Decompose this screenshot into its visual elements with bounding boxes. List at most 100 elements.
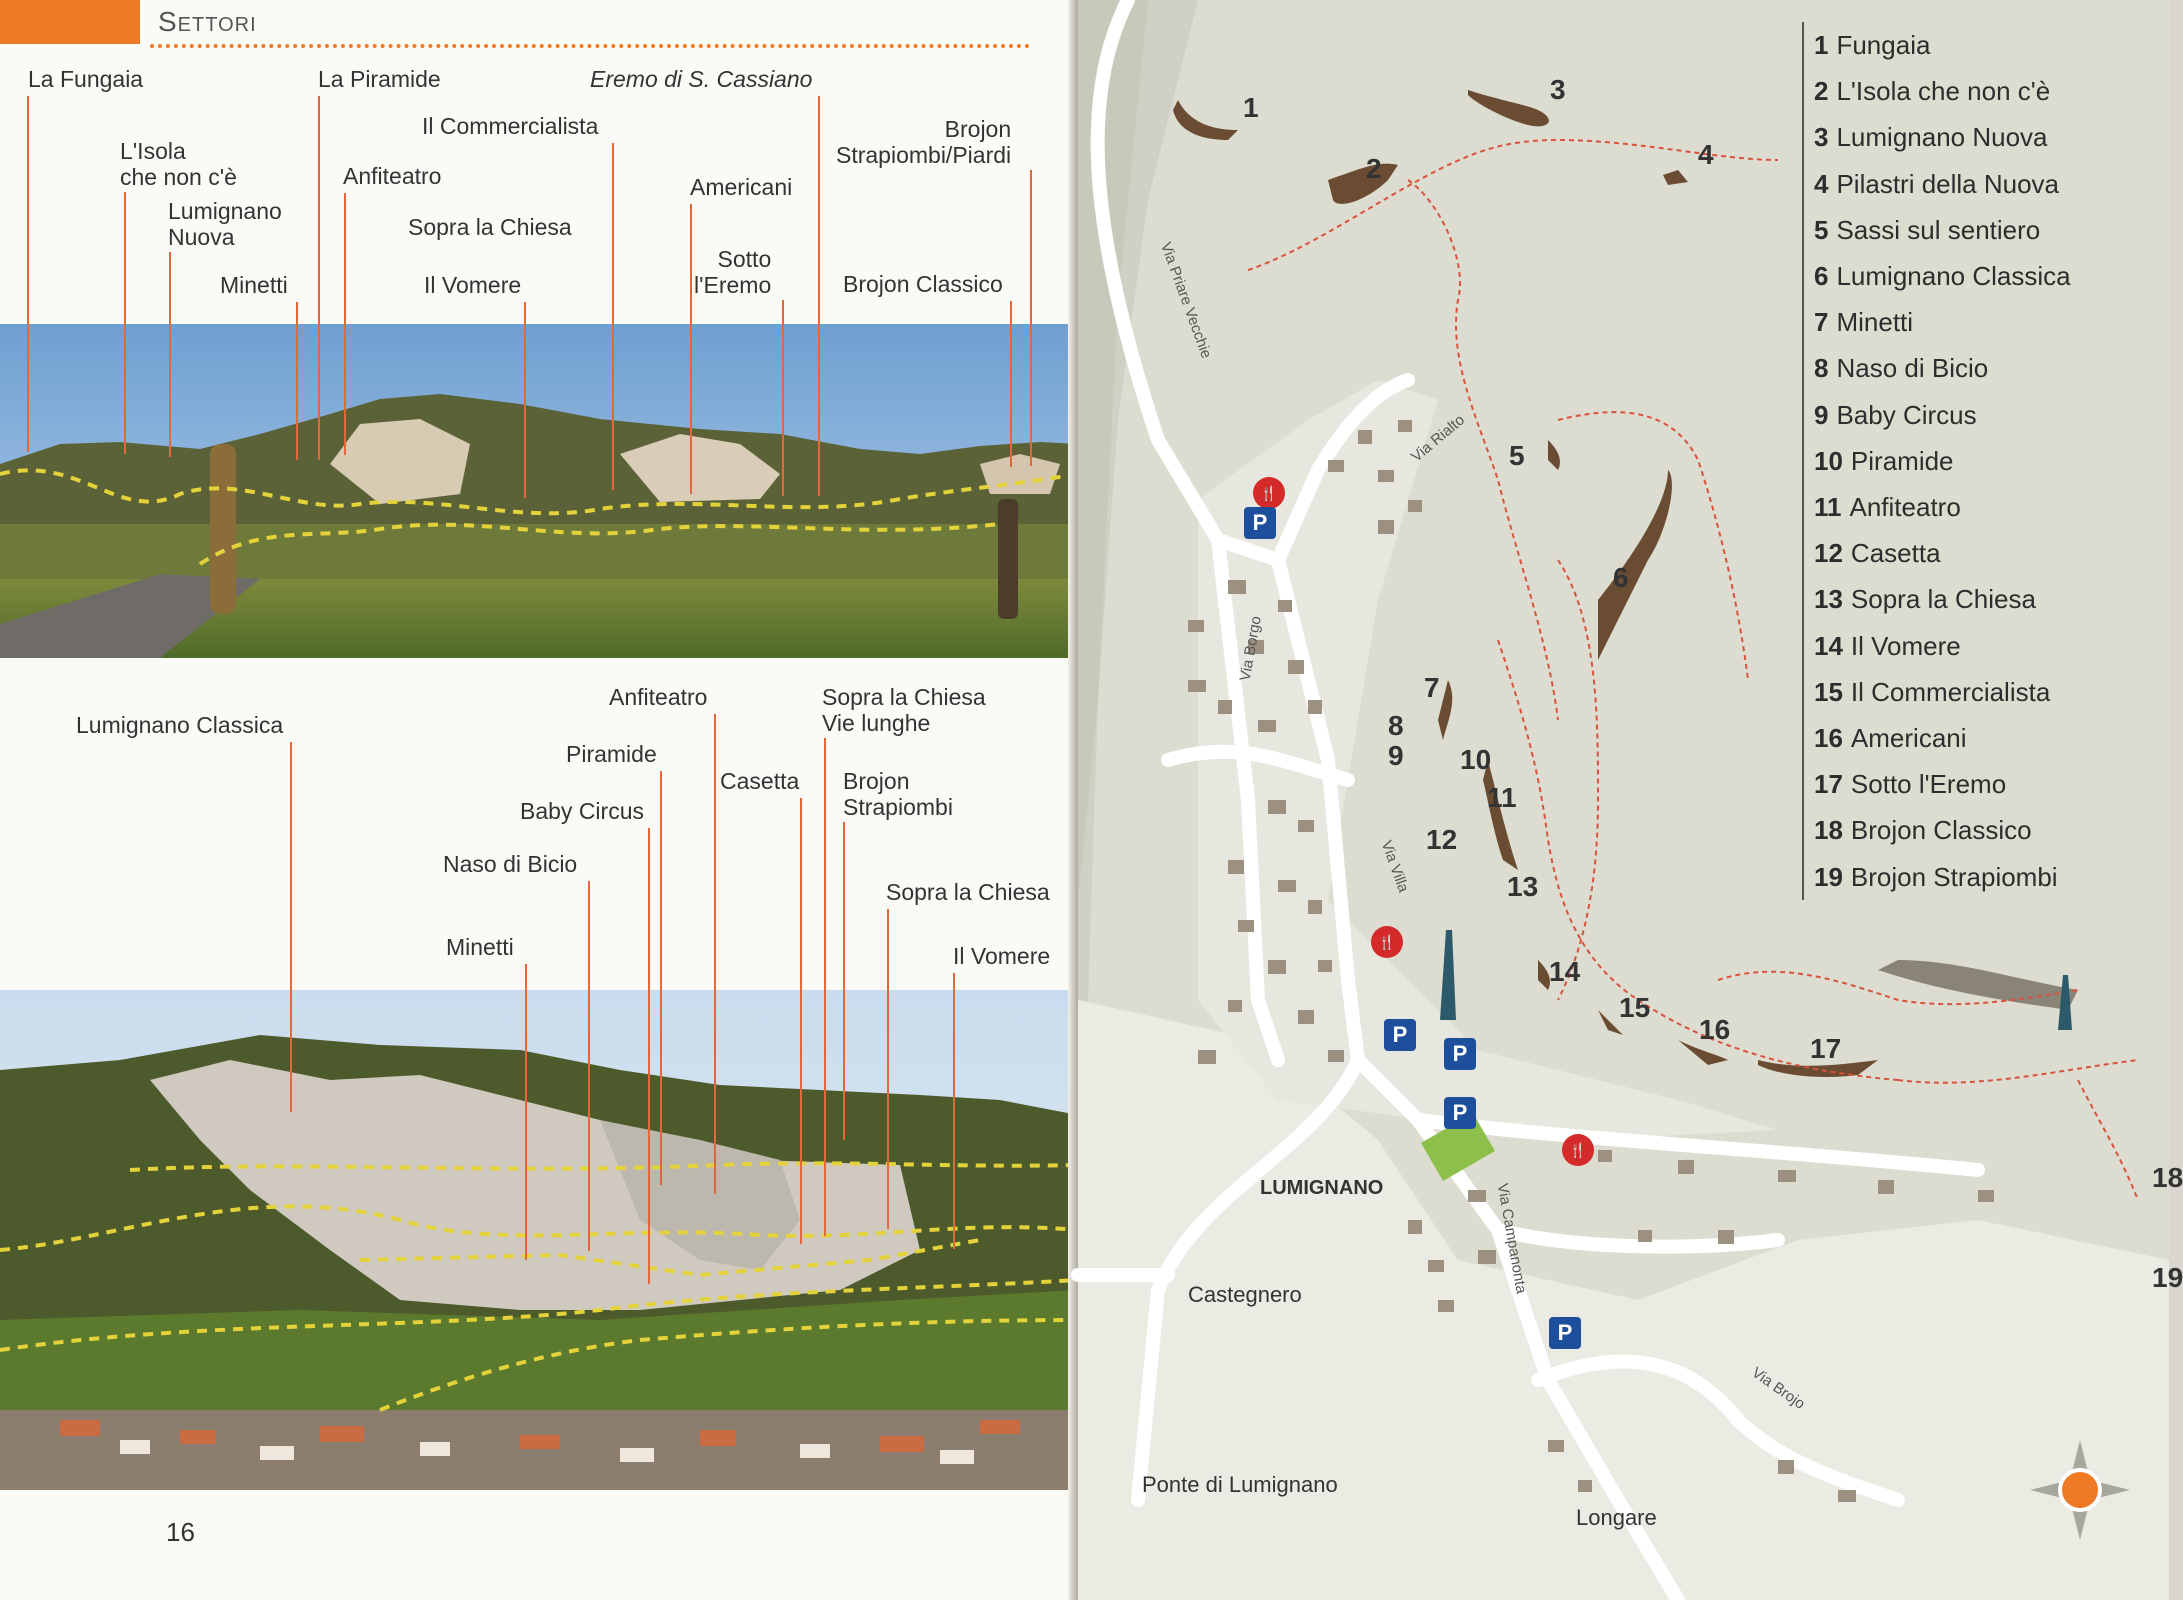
section-tab [0, 0, 140, 44]
map-sector-14: 14 [1549, 956, 1581, 987]
parking-icon: P [1444, 1038, 1476, 1070]
map-sector-13: 13 [1507, 871, 1539, 902]
label-anfiteatro-bottom: Anfiteatro [609, 684, 708, 710]
place-ponte-di-lumignano: Ponte di Lumignano [1142, 1472, 1338, 1497]
leader-isola [124, 192, 126, 454]
label-lumignano-classica: Lumignano Classica [76, 712, 284, 738]
leader-la-piramide [318, 96, 320, 460]
leader-naso-di-bicio [588, 881, 590, 1251]
map-sector-5: 5 [1509, 440, 1525, 471]
place-castegnero: Castegnero [1188, 1282, 1302, 1307]
bottom-cliff-photo [0, 990, 1079, 1490]
map-sector-3: 3 [1550, 74, 1566, 105]
leader-minetti-top [296, 302, 298, 460]
leader-la-fungaia [27, 96, 29, 452]
label-naso-di-bicio: Naso di Bicio [443, 851, 578, 877]
section-title: Settori [158, 6, 257, 37]
map-sector-8: 8 [1388, 710, 1404, 741]
leader-il-vomere-bottom [953, 973, 955, 1249]
label-brojon-strapiombi-bottom: Brojon Strapiombi [843, 768, 953, 820]
map-sector-2: 2 [1366, 153, 1382, 184]
map-sector-16: 16 [1699, 1014, 1731, 1045]
map-sector-1: 1 [1243, 92, 1259, 123]
map-sector-7: 7 [1424, 672, 1440, 703]
leader-commercialista [612, 143, 614, 490]
leader-lumignano-classica [290, 742, 292, 1112]
leader-sopra-chiesa-vie-lunghe [824, 738, 826, 1236]
parking-icon: P [1549, 1317, 1581, 1349]
label-sotto-eremo: Sotto l'Eremo [694, 246, 772, 298]
place-longare: Longare [1576, 1505, 1657, 1530]
leader-eremo [818, 96, 820, 496]
map-sector-9: 9 [1388, 740, 1404, 771]
restaurant-icon: 🍴 [1253, 477, 1285, 509]
map-sector-12: 12 [1426, 824, 1458, 855]
leader-brojon-strapiombi-bottom [843, 822, 845, 1140]
leader-brojon-classico [1010, 301, 1012, 467]
label-isola: L'Isola che non c'è [120, 138, 237, 190]
left-page: Settori La Fung [0, 0, 1079, 1600]
leader-baby-circus [648, 828, 650, 1284]
label-minetti-bottom: Minetti [446, 934, 514, 960]
map-canvas [1071, 0, 2169, 1600]
label-il-vomere-bottom: Il Vomere [953, 943, 1051, 969]
leader-anfiteatro-top [344, 193, 346, 455]
parking-icon: P [1384, 1019, 1416, 1051]
restaurant-icon: 🍴 [1562, 1134, 1594, 1166]
label-eremo-s-cassiano: Eremo di S. Cassiano [590, 66, 813, 92]
label-brojon-classico-top: Brojon Classico [843, 271, 1003, 297]
map-sector-4: 4 [1698, 139, 1714, 170]
label-minetti-top: Minetti [220, 272, 288, 298]
map-sector-11: 11 [1487, 782, 1517, 813]
leader-americani [690, 204, 692, 494]
map-sector-6: 6 [1613, 562, 1629, 593]
label-lumignano-nuova: Lumignano Nuova [168, 198, 282, 250]
parking-icon: P [1444, 1097, 1476, 1129]
map-sector-17: 17 [1810, 1033, 1842, 1064]
top-panorama-photo [0, 324, 1079, 658]
label-anfiteatro-top: Anfiteatro [343, 163, 442, 189]
header-rule [150, 44, 1030, 48]
label-americani: Americani [690, 174, 793, 200]
leader-sopra-la-chiesa-bottom [887, 909, 889, 1229]
page-number: 16 [166, 1517, 195, 1547]
restaurant-icon: 🍴 [1371, 926, 1403, 958]
label-sopra-la-chiesa-bottom: Sopra la Chiesa [886, 879, 1050, 905]
map-sector-18: 18 [2152, 1162, 2183, 1193]
map-sector-15: 15 [1619, 992, 1651, 1023]
label-il-vomere-top: Il Vomere [424, 272, 522, 298]
leader-anfiteatro-bottom [714, 714, 716, 1194]
town-lumignano: LUMIGNANO [1260, 1177, 1384, 1199]
label-piramide-bottom: Piramide [566, 741, 657, 767]
label-sopra-la-chiesa-top: Sopra la Chiesa [408, 214, 572, 240]
right-page-map: Via Priare Vecchie Via Rialto Via Borgo … [1071, 0, 2183, 1600]
leader-sotto-eremo [782, 300, 784, 496]
label-brojon-strapiombi-piardi: Brojon Strapiombi/Piardi [836, 116, 1012, 168]
label-casetta: Casetta [720, 768, 800, 794]
parking-icon: P [1244, 507, 1276, 539]
label-commercialista: Il Commercialista [422, 113, 599, 139]
leader-brojon-strapiombi [1030, 170, 1032, 466]
leader-il-vomere-top [524, 302, 526, 498]
label-la-fungaia: La Fungaia [28, 66, 144, 92]
leader-minetti-bottom [525, 964, 527, 1260]
leader-piramide-bottom [660, 771, 662, 1185]
label-la-piramide: La Piramide [318, 66, 441, 92]
